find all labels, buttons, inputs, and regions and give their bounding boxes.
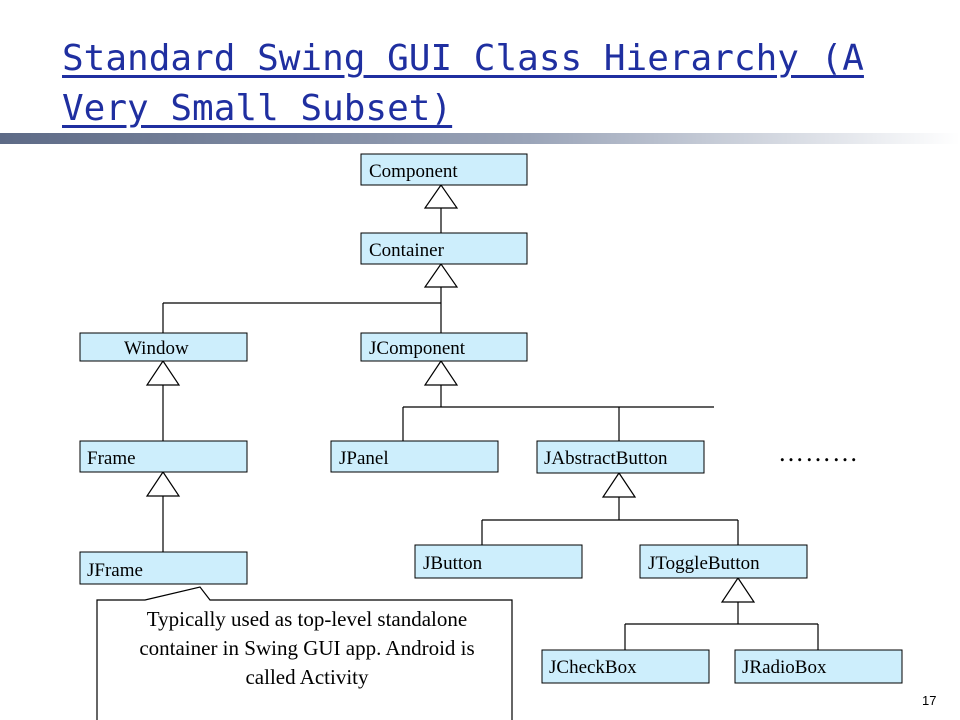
arrowhead-jcomponent bbox=[423, 359, 459, 386]
node-label-window: Window bbox=[124, 338, 189, 359]
arrowhead-jabstractbutton bbox=[601, 471, 637, 498]
more-classes-ellipsis: ……… bbox=[778, 438, 859, 467]
arrowhead-component bbox=[423, 183, 459, 209]
node-jradiobox: JRadioBox bbox=[734, 649, 903, 684]
arrowhead-jtogglebutton bbox=[720, 576, 756, 603]
node-container: Container bbox=[360, 232, 528, 265]
node-label-jradiobox: JRadioBox bbox=[742, 657, 827, 678]
page-number: 17 bbox=[922, 693, 937, 708]
hierarchy-edges bbox=[162, 208, 819, 650]
node-label-jpanel: JPanel bbox=[339, 448, 389, 469]
node-label-jcheckbox: JCheckBox bbox=[549, 657, 637, 678]
node-component: Component bbox=[360, 153, 528, 186]
node-label-jtogglebutton: JToggleButton bbox=[648, 553, 760, 574]
node-jabstractbutton: JAbstractButton bbox=[536, 440, 705, 474]
node-label-jframe: JFrame bbox=[87, 560, 143, 581]
node-jbutton: JButton bbox=[414, 544, 583, 579]
node-label-container: Container bbox=[369, 240, 445, 261]
slide-title: Standard Swing GUI Class Hierarchy (A Ve… bbox=[62, 38, 864, 129]
node-label-jcomponent: JComponent bbox=[369, 338, 466, 359]
node-label-component: Component bbox=[369, 161, 458, 182]
title-divider-bar bbox=[0, 133, 960, 144]
node-jframe: JFrame bbox=[79, 551, 248, 585]
arrowhead-container bbox=[423, 262, 459, 288]
callout-shape bbox=[96, 586, 513, 720]
node-label-frame: Frame bbox=[87, 448, 136, 469]
node-label-jbutton: JButton bbox=[423, 553, 483, 574]
node-jtogglebutton: JToggleButton bbox=[639, 544, 808, 579]
inheritance-arrowheads bbox=[145, 183, 756, 603]
node-window: Window bbox=[79, 332, 248, 362]
node-frame: Frame bbox=[79, 440, 248, 473]
node-jpanel: JPanel bbox=[330, 440, 499, 473]
node-jcheckbox: JCheckBox bbox=[541, 649, 710, 684]
node-jcomponent: JComponent bbox=[360, 332, 528, 362]
jframe-callout-text: Typically used as top-level standalone c… bbox=[139, 607, 475, 689]
arrowhead-window bbox=[145, 359, 181, 386]
arrowhead-frame bbox=[145, 470, 181, 497]
node-label-jabstractbutton: JAbstractButton bbox=[544, 448, 668, 469]
